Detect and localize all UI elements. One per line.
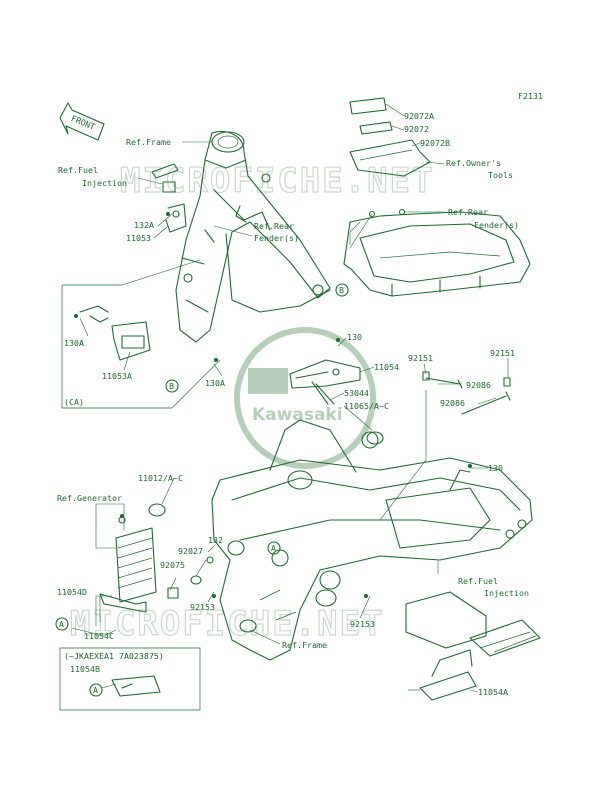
lower-frame	[211, 419, 533, 661]
label-132A: 132A	[134, 220, 154, 230]
label-130-mid: 130	[347, 332, 362, 342]
marker-B-1: B	[335, 283, 349, 297]
regulator-rectifier	[99, 516, 214, 613]
label-92027: 92027	[178, 546, 203, 556]
label-11053A: 11053A	[102, 371, 132, 381]
label-11065: 11065/A~C	[344, 401, 389, 411]
label-ref-fuel-right-2: Injection	[484, 588, 529, 598]
label-92075: 92075	[160, 560, 185, 570]
label-jkae-note: (~JKAEXEA1 7A023875)	[64, 651, 164, 661]
marker-B-text-2: B	[169, 381, 174, 391]
marker-A-text-2: A	[59, 619, 64, 629]
label-132: 132	[208, 535, 223, 545]
label-130A-right: 130A	[205, 378, 225, 388]
label-92086-top: 92086	[466, 380, 491, 390]
tool-straps	[349, 97, 431, 177]
bracket-11054B	[59, 647, 201, 711]
front-arrow-icon: FRONT	[59, 102, 105, 141]
straps-92086	[422, 371, 511, 415]
marker-B-2: B	[165, 379, 179, 393]
label-130A-left: 130A	[64, 338, 84, 348]
marker-B-text: B	[339, 285, 344, 295]
label-11054A: 11054A	[478, 687, 508, 697]
marker-A-2: A	[55, 617, 69, 631]
label-92151-left: 92151	[408, 353, 433, 363]
label-ref-fuel-left-1: Ref.Fuel	[58, 165, 98, 175]
ca-bracket-group	[61, 259, 221, 409]
diagram-code: F2131	[518, 91, 543, 101]
label-11054D: 11054D	[57, 587, 87, 597]
bracket-11053	[151, 163, 187, 233]
marker-A-text: A	[271, 543, 276, 553]
bolts	[74, 212, 472, 598]
ecu-unit	[405, 591, 541, 701]
label-92072A: 92072A	[404, 111, 434, 121]
label-ref-rear-fender-left-2: Fender(s)	[254, 233, 299, 243]
label-130-right: 130	[488, 463, 503, 473]
label-11054: 11054	[374, 362, 399, 372]
label-ref-owners-tools-1: Ref.Owner's	[446, 158, 501, 168]
label-11053: 11053	[126, 233, 151, 243]
label-ref-rear-fender-left-1: Ref.Rear	[254, 221, 294, 231]
label-ref-fuel-right-1: Ref.Fuel	[458, 576, 498, 586]
watermark-top: MICROFICHE.NET	[120, 161, 435, 201]
leader-lines	[71, 103, 509, 693]
label-92072B: 92072B	[420, 138, 450, 148]
label-ref-rear-fender-right-1: Ref.Rear	[448, 207, 488, 217]
watermark-bottom: MICROFICHE.NET	[70, 604, 385, 644]
bracket-11054	[148, 359, 384, 517]
label-ref-generator: Ref.Generator	[57, 493, 122, 503]
label-ref-fuel-left-2: Injection	[82, 178, 127, 188]
label-92153-right: 92153	[350, 619, 375, 629]
label-ca: (CA)	[64, 397, 84, 407]
label-92151-right: 92151	[490, 348, 515, 358]
label-92072: 92072	[404, 124, 429, 134]
kawasaki-logo: Kawasaki	[234, 327, 376, 469]
label-92153-left: 92153	[190, 602, 215, 612]
label-11012: 11012/A~C	[138, 473, 183, 483]
label-92086-bottom: 92086	[440, 398, 465, 408]
label-ref-owners-tools-2: Tools	[488, 170, 513, 180]
label-ref-frame-top: Ref.Frame	[126, 137, 171, 147]
upper-frame	[175, 131, 331, 343]
label-ref-rear-fender-right-2: Fender(s)	[474, 220, 519, 230]
marker-A-3: A	[89, 683, 103, 697]
label-11054C: 11054C	[84, 631, 114, 641]
label-53044: 53044	[344, 388, 369, 398]
label-11054B: 11054B	[70, 664, 100, 674]
part-labels: Ref.Frame Ref.Fuel Injection 132A 11053 …	[57, 111, 529, 697]
label-ref-frame-bottom: Ref.Frame	[282, 640, 327, 650]
marker-A-1: A	[267, 541, 281, 555]
marker-A-text-3: A	[93, 685, 98, 695]
rear-fender-tray	[343, 208, 531, 297]
logo-text: Kawasaki	[252, 405, 343, 425]
